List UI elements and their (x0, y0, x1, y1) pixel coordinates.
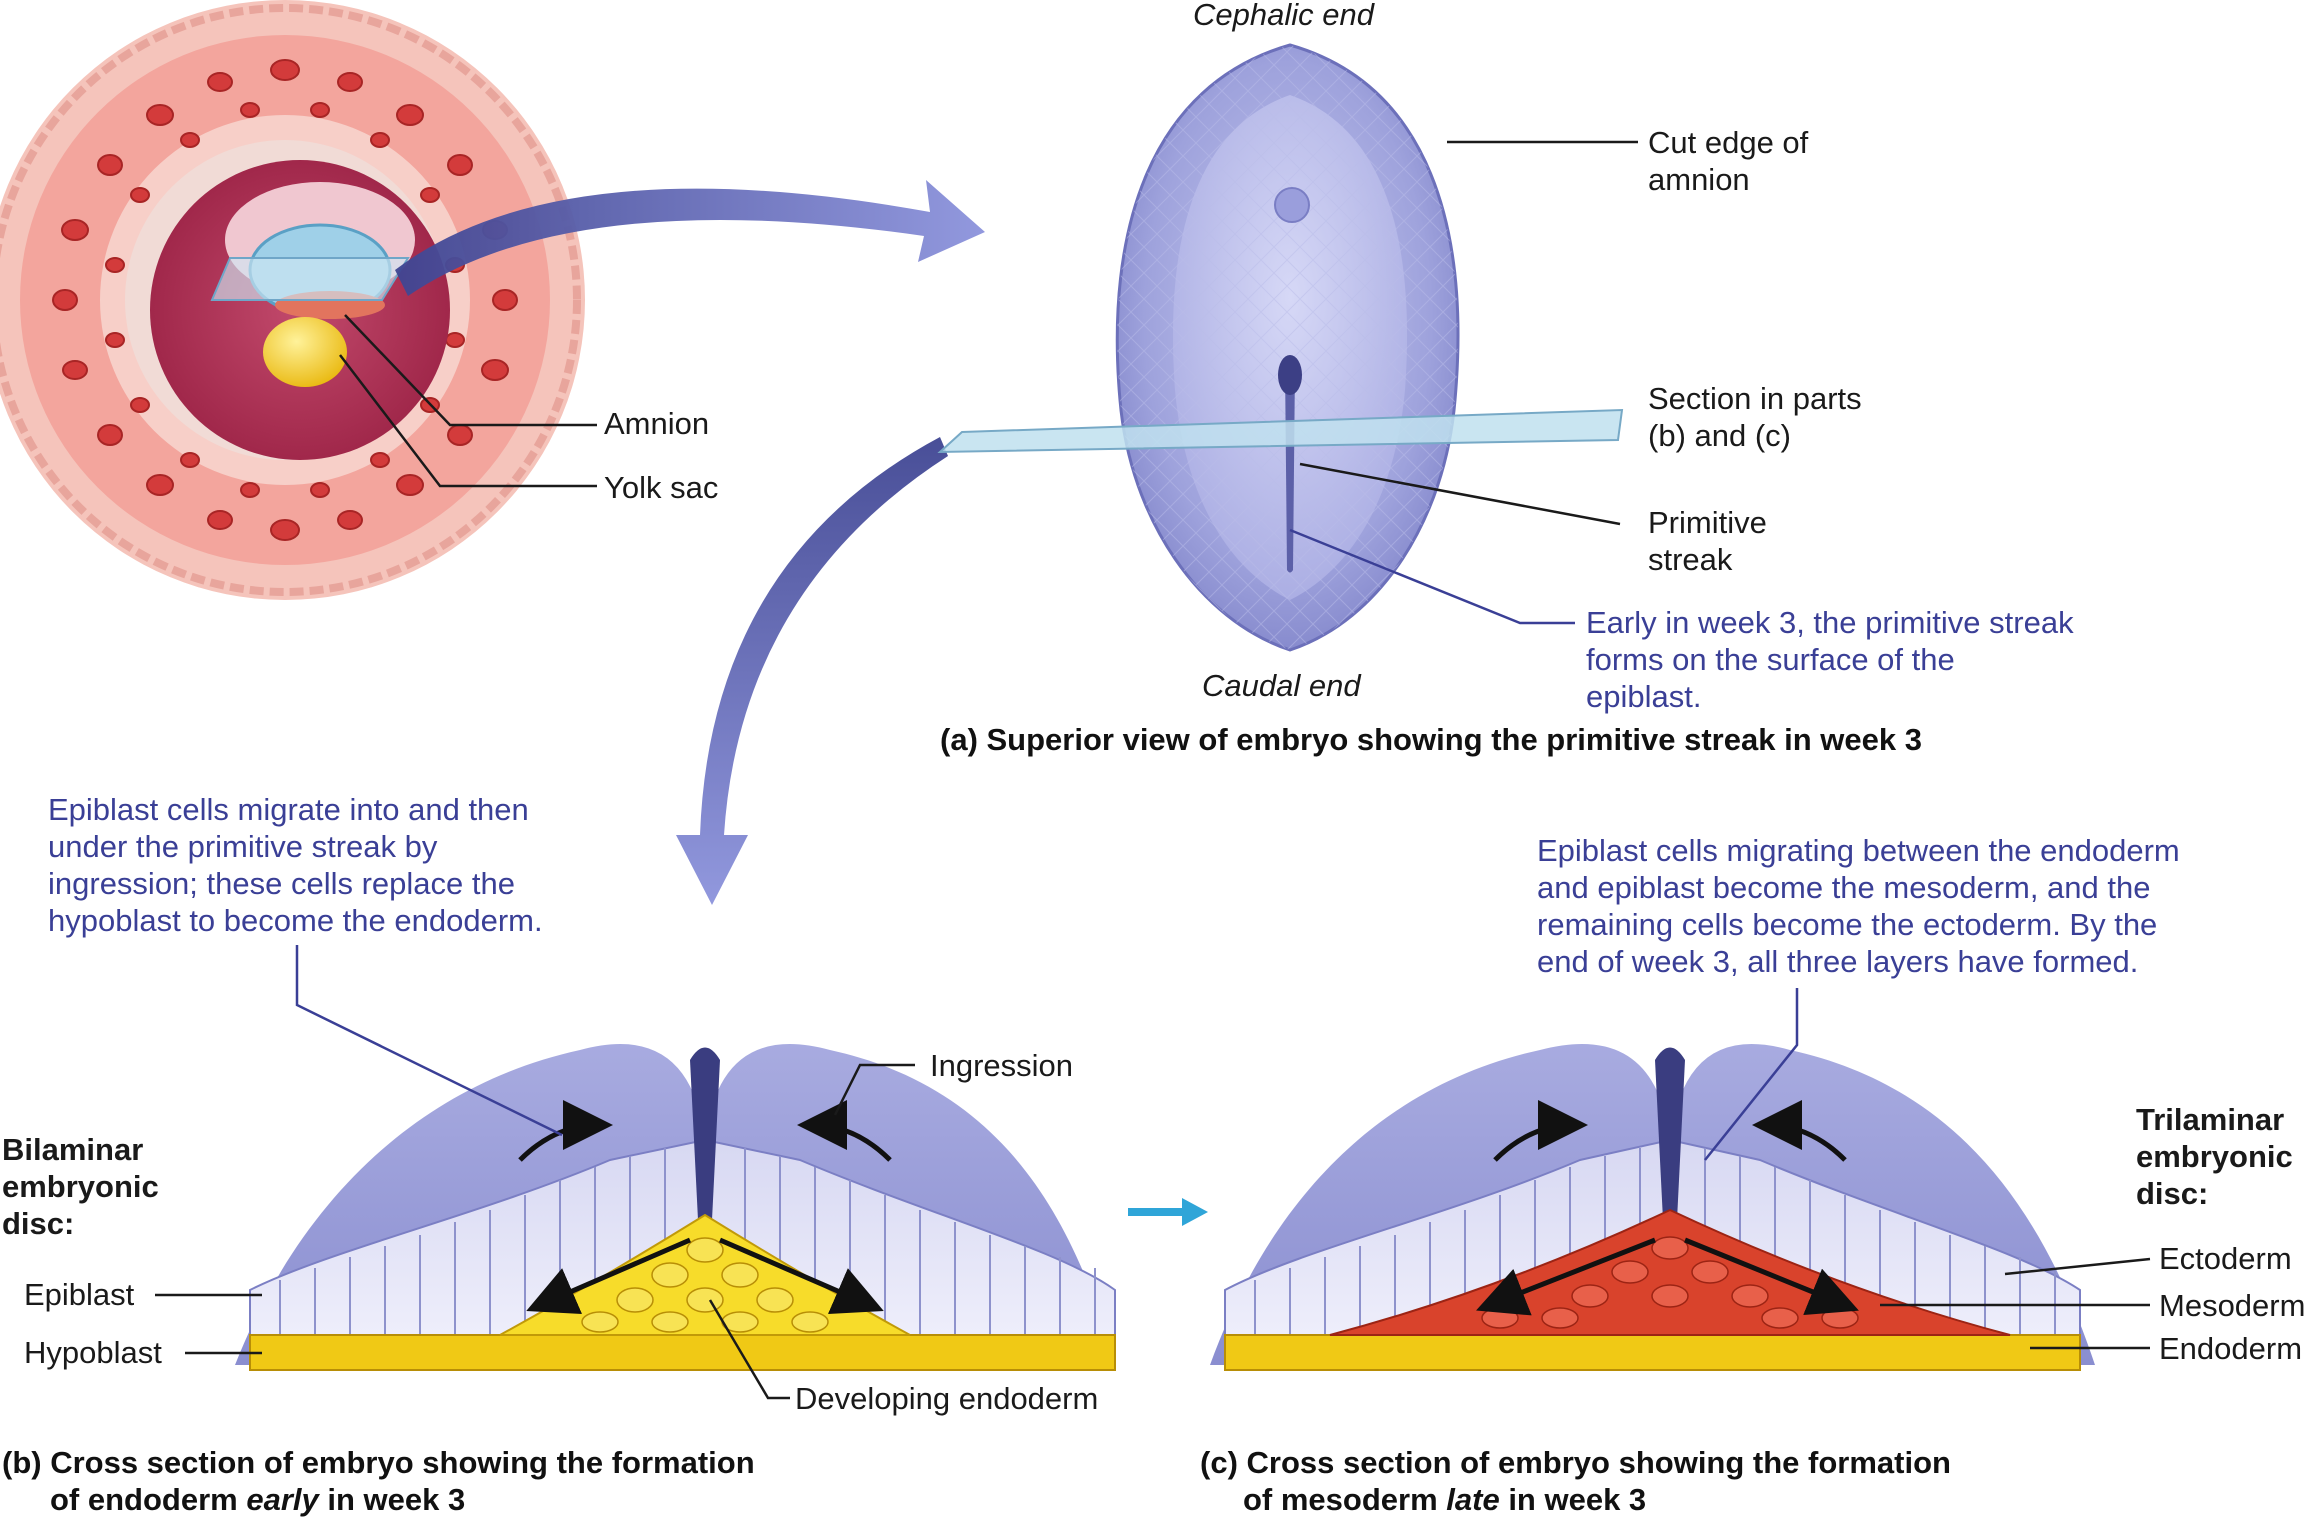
section-label-line1: Section in parts (1648, 381, 1862, 416)
caption-b-line2: of endoderm early in week 3 (50, 1481, 465, 1517)
cross-section-trilaminar (1210, 1044, 2095, 1371)
mesoderm-note-line1: Epiblast cells migrating between the end… (1537, 833, 2180, 868)
caption-c-line2: of mesoderm late in week 3 (1243, 1481, 1646, 1517)
ingression-note-line1: Epiblast cells migrate into and then (48, 792, 529, 827)
caption-b-text: of endoderm (50, 1482, 247, 1517)
caption-b-line1: (b) Cross section of embryo showing the … (2, 1445, 755, 1480)
primitive-streak-label-line2: streak (1648, 542, 1733, 577)
ectoderm-label: Ectoderm (2159, 1241, 2292, 1276)
superior-view-embryo (937, 43, 1624, 652)
mesoderm-note-line3: remaining cells become the ectoderm. By … (1537, 907, 2158, 942)
bilaminar-label-line3: disc: (2, 1206, 75, 1241)
yolk-sac-label: Yolk sac (604, 470, 719, 505)
ingression-note-line3: ingression; these cells replace the (48, 866, 515, 901)
caption-c-text: of mesoderm (1243, 1482, 1447, 1517)
section-label-line2: (b) and (c) (1648, 418, 1791, 453)
trilaminar-label-line3: disc: (2136, 1176, 2209, 1211)
amnion-label: Amnion (604, 406, 710, 441)
ingression-note-line2: under the primitive streak by (48, 829, 438, 864)
primitive-streak-label-line1: Primitive (1648, 505, 1767, 540)
mesoderm-label: Mesoderm (2159, 1288, 2306, 1323)
cut-edge-label-line1: Cut edge of (1648, 125, 1809, 160)
cephalic-end-label: Cephalic end (1193, 0, 1374, 32)
note-leader-lines (295, 528, 1799, 1161)
ingression-note-line4: hypoblast to become the endoderm. (48, 903, 543, 938)
endoderm-label: Endoderm (2159, 1331, 2303, 1366)
caption-c-text-end: in week 3 (1499, 1482, 1647, 1517)
streak-note-line2: forms on the surface of the (1586, 642, 1955, 677)
caption-c-line1: (c) Cross section of embryo showing the … (1200, 1445, 1951, 1480)
caption-b-emphasis: early (246, 1482, 319, 1517)
cross-section-bilaminar (235, 1044, 1116, 1371)
curved-arrow-to-superior-view (395, 180, 985, 296)
mesoderm-note-line4: end of week 3, all three layers have for… (1537, 944, 2139, 979)
trilaminar-label-line2: embryonic (2136, 1139, 2293, 1174)
implantation-illustration (0, 0, 585, 600)
streak-note-line3: epiblast. (1586, 679, 1702, 714)
hypoblast-label: Hypoblast (24, 1335, 162, 1370)
caption-b-text-end: in week 3 (318, 1482, 466, 1517)
ingression-label: Ingression (930, 1048, 1074, 1083)
developing-endoderm-label: Developing endoderm (795, 1381, 1099, 1416)
caudal-end-label: Caudal end (1202, 668, 1361, 703)
leader-lines (155, 140, 2151, 1400)
bilaminar-label-line2: embryonic (2, 1169, 159, 1204)
epiblast-label: Epiblast (24, 1277, 135, 1312)
cut-edge-label-line2: amnion (1648, 162, 1750, 197)
curved-arrow-to-cross-section (676, 437, 948, 905)
streak-note-line1: Early in week 3, the primitive streak (1586, 605, 2074, 640)
caption-a: (a) Superior view of embryo showing the … (940, 722, 1922, 757)
trilaminar-label-line1: Trilaminar (2136, 1102, 2285, 1137)
mesoderm-note-line2: and epiblast become the mesoderm, and th… (1537, 870, 2151, 905)
bilaminar-label-line1: Bilaminar (2, 1132, 144, 1167)
caption-c-emphasis: late (1446, 1482, 1500, 1517)
